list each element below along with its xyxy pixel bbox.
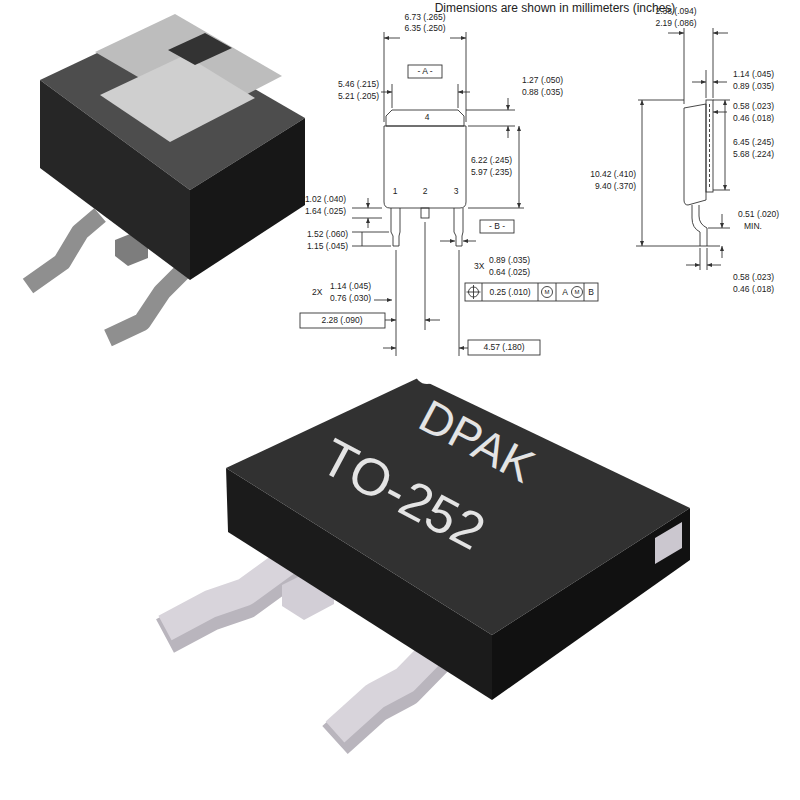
- dimension-label: 5.46 (.215): [338, 80, 379, 89]
- dimension-label: 1.02 (.040): [305, 195, 346, 204]
- dimension-label: 1.52 (.060): [307, 230, 348, 239]
- dimension-label: 1.15 (.045): [307, 242, 348, 251]
- package-render: [165, 360, 690, 740]
- drawing-title: Dimensions are shown in millimeters (inc…: [435, 2, 676, 14]
- dimension-label: 0.64 (.025): [489, 268, 530, 277]
- dimension-label: 0.58 (.023): [733, 102, 774, 111]
- dimension-label: 6.22 (.245): [471, 156, 512, 165]
- dimension-label: 0.58 (.023): [733, 273, 774, 282]
- dimension-label: - B -: [489, 222, 505, 231]
- dimension-label: 0.46 (.018): [733, 114, 774, 123]
- dimension-label: 0.89 (.035): [489, 256, 530, 265]
- dimension-label: 1.14 (.045): [733, 70, 774, 79]
- dimension-label: 10.42 (.410): [590, 170, 636, 179]
- front-view: [300, 32, 598, 356]
- dimension-label: 5.68 (.224): [733, 150, 774, 159]
- dimension-label: MIN.: [744, 222, 762, 231]
- dimension-label: - A -: [417, 67, 432, 76]
- dimension-label: 0.51 (.020): [738, 210, 779, 219]
- dimension-label: 2X: [312, 288, 322, 297]
- dimension-label: 1: [393, 187, 398, 196]
- dimension-label: M: [545, 289, 550, 295]
- dimension-label: A: [562, 288, 568, 297]
- dimension-label: 5.21 (.205): [338, 92, 379, 101]
- dimension-label: 6.73 (.265): [404, 13, 445, 22]
- dimension-label: 2.28 (.090): [321, 316, 362, 325]
- dimension-label: 6.45 (.245): [733, 138, 774, 147]
- dimension-label: 0.76 (.030): [330, 294, 371, 303]
- dimension-label: 4: [425, 113, 430, 122]
- dimension-label: M: [575, 289, 580, 295]
- dimension-label: 2.38 (.094): [655, 7, 696, 16]
- dimension-label: 0.89 (.035): [733, 82, 774, 91]
- dimension-label: 6.35 (.250): [404, 24, 445, 33]
- side-view: [636, 28, 730, 270]
- dimension-label: 2: [423, 187, 428, 196]
- dimension-label: 3X: [474, 262, 484, 271]
- dimension-label: 1.14 (.045): [330, 282, 371, 291]
- dimension-label: B: [588, 288, 594, 297]
- package-photo: [28, 14, 305, 338]
- dimension-label: 9.40 (.370): [595, 182, 636, 191]
- dimension-label: 5.97 (.235): [471, 168, 512, 177]
- dimension-label: 1.64 (.025): [305, 207, 346, 216]
- dimension-label: 0.25 (.010): [489, 288, 530, 297]
- dimension-label: 0.88 (.035): [522, 88, 563, 97]
- dimension-label: 2.19 (.086): [655, 19, 696, 28]
- dimension-label: 0.46 (.018): [733, 285, 774, 294]
- dimension-label: 3: [454, 187, 459, 196]
- dimension-label: 1.27 (.050): [522, 76, 563, 85]
- dimension-label: 4.57 (.180): [483, 343, 524, 352]
